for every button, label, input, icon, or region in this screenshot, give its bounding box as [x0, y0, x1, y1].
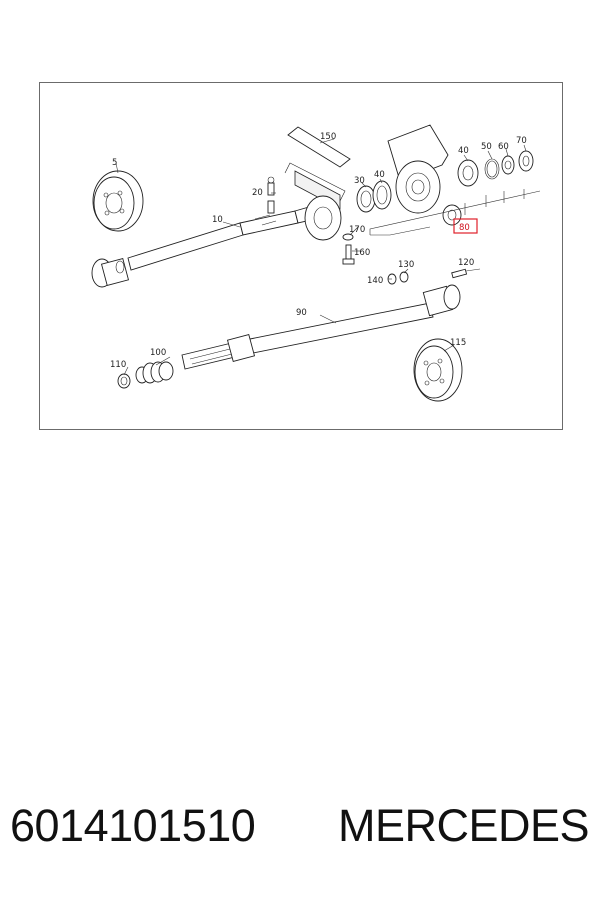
circlip-50[interactable]	[484, 158, 500, 180]
callout-100: 100	[150, 348, 166, 358]
callout-40-left: 40	[374, 170, 385, 180]
callout-30: 30	[354, 176, 365, 186]
flex-disc-5[interactable]	[92, 170, 144, 232]
callout-5: 5	[112, 158, 117, 168]
washer-60[interactable]	[501, 155, 515, 175]
part-number: 6014101510	[10, 800, 256, 851]
exploded-parts-diagram: 5 10 20 30 40 40 50 60 70 90 100 110 115…	[39, 82, 563, 430]
callout-130: 130	[398, 260, 414, 270]
nut-170[interactable]	[342, 233, 354, 241]
bolt-160[interactable]	[342, 244, 355, 265]
bolt-120[interactable]	[451, 268, 468, 279]
callout-150: 150	[320, 132, 336, 142]
callout-140: 140	[367, 276, 383, 286]
brand-name: MERCEDES	[338, 800, 590, 851]
leader-lines	[115, 138, 527, 376]
flex-disc-115[interactable]	[413, 338, 463, 402]
callout-160: 160	[354, 248, 370, 258]
driveshaft-drawing: 5 10 20 30 40 40 50 60 70 90 100 110 115…	[91, 124, 541, 402]
center-bearing-support-150[interactable]	[284, 126, 351, 241]
bearing-40-right[interactable]	[457, 159, 479, 187]
callout-20: 20	[252, 188, 263, 198]
washer-130[interactable]	[399, 271, 409, 283]
callout-50: 50	[481, 142, 492, 152]
seal-30[interactable]	[356, 185, 376, 213]
callout-40-right: 40	[458, 146, 469, 156]
product-caption: 6014101510 MERCEDES	[0, 800, 600, 860]
seal-40-left[interactable]	[372, 180, 392, 210]
callout-10: 10	[212, 215, 223, 225]
callout-60: 60	[498, 142, 509, 152]
callout-110: 110	[110, 360, 126, 370]
clamp-110[interactable]	[117, 373, 131, 389]
callout-80: 80	[459, 223, 470, 233]
callout-170: 170	[349, 225, 365, 235]
nut-70[interactable]	[518, 150, 534, 172]
callout-labels: 5 10 20 30 40 40 50 60 70 90 100 110 115…	[110, 132, 527, 370]
bearing-ring-80[interactable]	[442, 204, 462, 226]
callout-115: 115	[450, 338, 466, 348]
boot-100[interactable]	[135, 361, 174, 384]
grease-nipple-20[interactable]	[267, 176, 275, 214]
callout-70: 70	[516, 136, 527, 146]
callout-120: 120	[458, 258, 474, 268]
rear-driveshaft-90[interactable]	[181, 284, 461, 370]
highlighted-callout-80[interactable]: 80	[453, 218, 478, 234]
center-bearing-support-right[interactable]	[387, 124, 449, 214]
callout-90: 90	[296, 308, 307, 318]
